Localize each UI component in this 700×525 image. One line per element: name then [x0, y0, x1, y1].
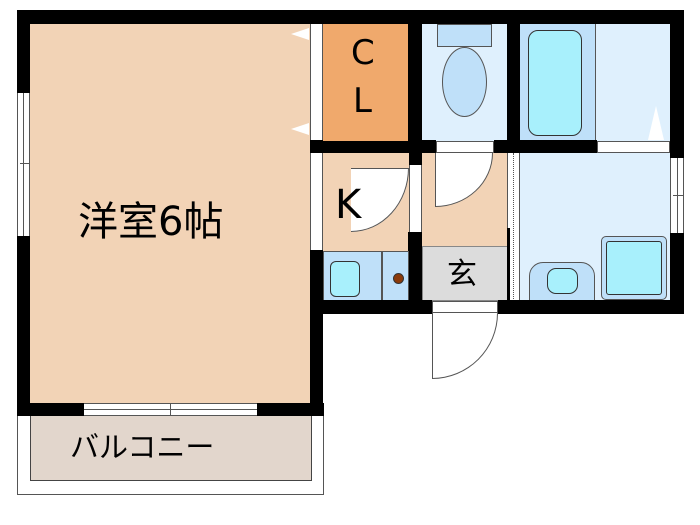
wall-toilet-bottom-left [408, 140, 436, 153]
wall-entry-bottom-left [408, 300, 432, 314]
wall-left-upper [17, 10, 30, 93]
wall-top [17, 10, 684, 24]
entrance-label: 玄 [447, 257, 477, 292]
closet-door-track [310, 24, 323, 141]
gas-outlet-icon [393, 273, 404, 284]
wall-cl-right [408, 10, 422, 165]
western-room [30, 24, 311, 404]
entrance [422, 246, 508, 301]
kitchen-door-jamb [409, 165, 422, 245]
kitchen-sink-icon [330, 261, 360, 297]
right-window [670, 158, 684, 233]
washroom-door-arrow [648, 106, 664, 140]
wall-right-lower [670, 233, 684, 313]
wall-bottom-right [257, 403, 324, 416]
toilet-bowl-icon [442, 47, 487, 117]
balcony-label: バルコニー [70, 430, 215, 464]
entry-door [432, 301, 498, 313]
balcony [30, 415, 312, 481]
closet-label-c: C [351, 33, 375, 73]
left-window [17, 93, 30, 236]
closet-label-l: L [353, 81, 372, 121]
washing-machine-icon [606, 241, 662, 295]
wall-sliding-door-mid [507, 228, 510, 303]
wall-kitchen-bottom [310, 300, 432, 314]
closet [323, 24, 409, 141]
wall-bottom-left [17, 403, 84, 416]
kitchen-label: K [335, 182, 362, 228]
wall-bath-bottom [520, 140, 597, 153]
western-room-label: 洋室6帖 [78, 199, 224, 245]
closet-door-arrow-1 [291, 28, 309, 40]
closet-door-arrow-2 [291, 123, 309, 135]
wall-kitchen-right-lower [408, 232, 422, 314]
wall-toilet-bottom-right [494, 140, 520, 153]
toilet-tank [437, 24, 492, 47]
wall-cl-bottom [310, 140, 422, 153]
wall-right-upper [670, 10, 684, 158]
wall-toilet-right [507, 10, 520, 165]
kitchen-door-track [310, 153, 323, 250]
entry-door-swing [432, 313, 498, 379]
toilet-door [436, 141, 494, 153]
bath-door [597, 141, 670, 153]
wall-entry-bottom-right [498, 300, 684, 314]
bathtub-icon [528, 30, 582, 136]
washbasin-icon [547, 268, 578, 294]
wall-left-lower [17, 236, 30, 416]
balcony-window [84, 403, 257, 416]
wall-main-right-lower [310, 250, 323, 416]
